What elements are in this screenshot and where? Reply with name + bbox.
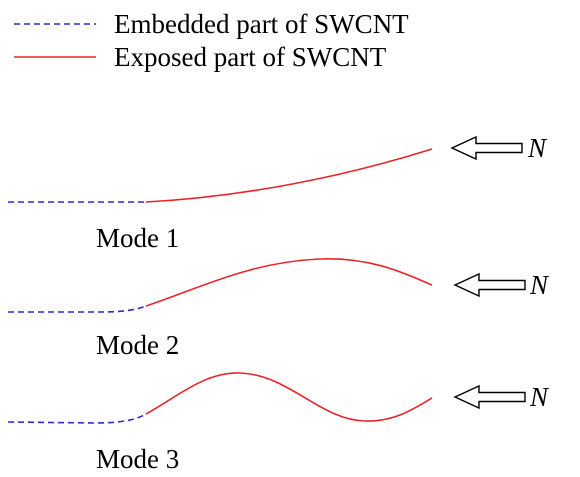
mode-2-force-label: N — [529, 270, 550, 300]
mode-1-label: Mode 1 — [96, 223, 179, 253]
mode-3-compression-arrow — [453, 384, 526, 410]
legend: Embedded part of SWCNT Exposed part of S… — [14, 9, 409, 72]
mode-3-force-label: N — [529, 382, 550, 412]
mode-1-compression-arrow — [450, 135, 523, 161]
legend-exposed-label: Exposed part of SWCNT — [114, 42, 387, 72]
mode-2-exposed-curve — [145, 258, 433, 307]
mode-3-embedded-curve — [7, 413, 147, 424]
mode-3-exposed-curve — [145, 372, 433, 422]
mode-1: N Mode 1 — [8, 133, 548, 253]
mode-2-embedded-curve — [8, 305, 147, 313]
legend-embedded-label: Embedded part of SWCNT — [114, 9, 409, 39]
mode-3: N Mode 3 — [7, 372, 550, 474]
mode-1-exposed-curve — [145, 148, 433, 203]
mode-2-label: Mode 2 — [96, 330, 179, 360]
mode-3-label: Mode 3 — [96, 444, 179, 474]
mode-1-force-label: N — [527, 133, 548, 163]
mode-2-compression-arrow — [453, 272, 526, 298]
mode-2: N Mode 2 — [8, 258, 550, 360]
